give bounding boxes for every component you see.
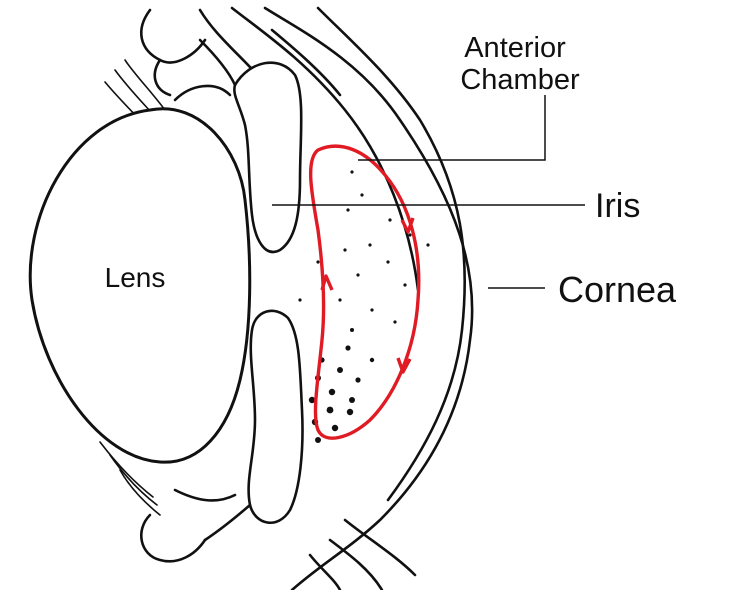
label-cornea: Cornea bbox=[558, 269, 677, 310]
iris-lower bbox=[249, 311, 303, 523]
aqueous-particles bbox=[298, 170, 429, 443]
leader-lines bbox=[272, 95, 585, 288]
label-lens: Lens bbox=[105, 262, 166, 293]
label-anterior-chamber-line1: Anterior bbox=[464, 32, 566, 64]
aqueous-flow-loop bbox=[311, 146, 419, 438]
label-iris: Iris bbox=[595, 187, 640, 225]
label-anterior-chamber-line2: Chamber bbox=[460, 64, 580, 96]
